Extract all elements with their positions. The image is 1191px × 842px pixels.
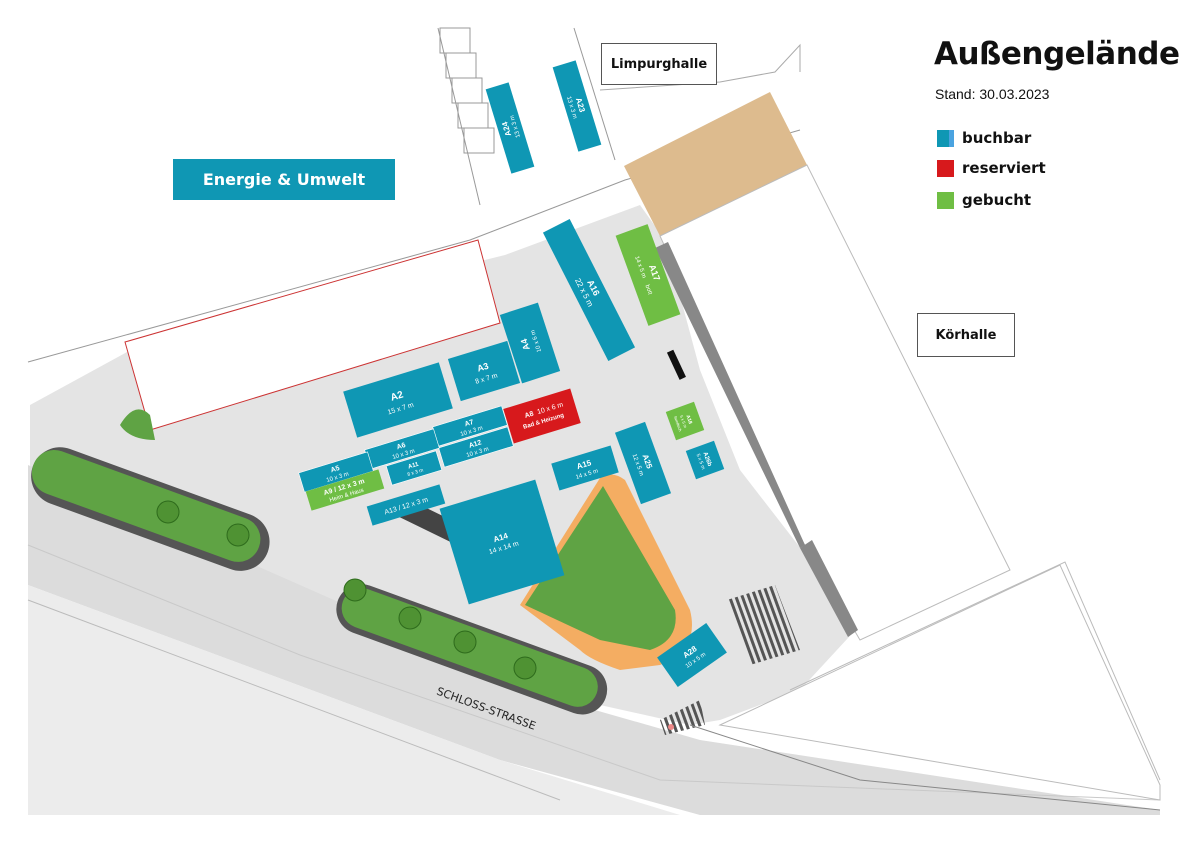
stand-label: A4 — [519, 338, 532, 352]
stand-label: A15 — [576, 458, 593, 471]
stand-label: A23 — [574, 97, 587, 114]
stand-a24[interactable]: A24 13 x 3 m — [485, 82, 535, 174]
building-outline-3 — [573, 27, 616, 161]
stand-a4[interactable]: A4 10 x 6 m — [499, 302, 561, 384]
hall-label-koerhalle: Körhalle — [917, 313, 1015, 357]
south-east-outline — [789, 561, 1161, 781]
tree-icon — [226, 523, 250, 547]
stand-label: A11 — [407, 461, 420, 470]
stand-label: A26b — [702, 451, 713, 467]
koerhalle-edge — [655, 242, 805, 548]
street-lane — [28, 465, 1160, 815]
stand-label: A18 — [684, 414, 693, 425]
koerhalle-edge-2 — [800, 540, 858, 637]
tree-icon — [513, 656, 537, 680]
zone-banner-energie-umwelt: Energie & Umwelt — [173, 159, 395, 200]
page-title: Außengelände — [934, 36, 1180, 72]
road-line — [27, 599, 561, 801]
stand-a26[interactable]: A26b 5 x 5 m — [685, 440, 725, 480]
legend-label: reserviert — [962, 159, 1046, 177]
stand-size: 5 x 5 m — [695, 453, 706, 470]
legend-swatch-reserviert — [937, 159, 954, 177]
stand-a8[interactable]: A8 10 x 6 m Bad & Heizung — [503, 388, 581, 444]
stair-rail — [689, 724, 1161, 811]
stand-note: Swoltech — [673, 415, 683, 432]
stand-a16[interactable]: A16 22 x 5 m — [542, 219, 636, 361]
legend-item-buchbar: buchbar — [937, 127, 1031, 149]
tree-icon — [453, 630, 477, 654]
legend-item-reserviert: reserviert — [937, 157, 1046, 179]
planter-left-green — [31, 449, 261, 562]
legend-swatch-buchbar — [937, 129, 954, 147]
stand-label: A5 — [330, 465, 341, 474]
white-building — [124, 239, 501, 431]
hall-label-limpurghalle: Limpurghalle — [601, 43, 717, 85]
road-line-2 — [27, 544, 1161, 801]
stand-label: A6 — [396, 442, 407, 451]
door-marker — [666, 349, 686, 380]
tree-icon — [156, 500, 180, 524]
stand-size: 8 x 3 m — [407, 468, 424, 479]
stand-a3[interactable]: A3 8 x 7 m — [447, 340, 521, 402]
lawn-triangle — [525, 486, 676, 650]
stand-a28[interactable]: A28 10 x 5 m — [657, 623, 727, 687]
legend-swatch-gebucht — [937, 191, 954, 209]
stand-a7[interactable]: A7 10 x 3 m — [432, 405, 508, 447]
stand-label: A3 — [476, 361, 490, 374]
stand-a17[interactable]: A17 14 x 5 m bott — [615, 224, 681, 326]
sand-building — [624, 92, 807, 236]
stair-steps — [439, 27, 495, 154]
stand-a13[interactable]: A13 / 12 x 3 m — [366, 484, 446, 526]
stand-a18[interactable]: A18 5 x 5 m Swoltech — [665, 401, 705, 441]
stand-label: A24 — [500, 120, 513, 137]
stand-a11[interactable]: A11 8 x 3 m — [385, 450, 443, 486]
stand-note: bott — [644, 284, 653, 296]
stand-date: Stand: 30.03.2023 — [935, 86, 1050, 102]
marker-dot — [668, 724, 674, 730]
building-outline-2 — [437, 27, 481, 206]
sidewalk — [28, 585, 680, 815]
stand-a2[interactable]: A2 15 x 7 m — [343, 362, 453, 438]
stand-a25[interactable]: A25 12 x 5 m — [614, 421, 672, 505]
stand-label: A2 — [389, 389, 405, 403]
legend-item-gebucht: gebucht — [937, 189, 1031, 211]
stand-label: A14 — [492, 531, 509, 544]
stair-hatch — [727, 585, 800, 665]
stand-size: 5 x 5 m — [679, 414, 688, 429]
legend-label: gebucht — [962, 191, 1032, 209]
stand-a14[interactable]: A14 14 x 14 m — [439, 479, 565, 605]
planter-small — [120, 409, 155, 440]
south-east-building — [718, 564, 1161, 801]
stand-label: A8 — [524, 411, 535, 420]
legend-label: buchbar — [962, 129, 1032, 147]
stand-a23[interactable]: A23 13 x 3 m — [552, 60, 602, 152]
tree-icon — [343, 578, 367, 602]
stand-label: A12 — [468, 439, 482, 449]
stand-label: A7 — [464, 419, 475, 428]
tree-icon — [398, 606, 422, 630]
stand-a15[interactable]: A15 14 x 5 m — [551, 445, 619, 491]
